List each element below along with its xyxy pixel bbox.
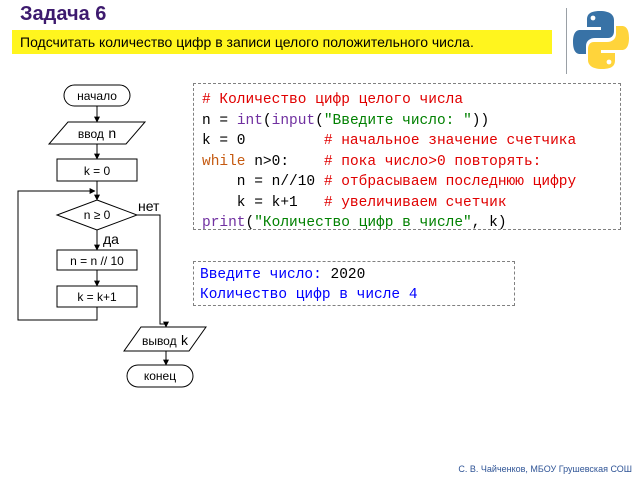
start-terminal: начало — [63, 84, 131, 107]
output-word: вывод — [142, 334, 177, 348]
python-eye-bottom — [606, 59, 612, 65]
code-panel: # Количество цифр целого числа n = int(i… — [193, 83, 621, 231]
step2-label: k = k+1 — [77, 290, 117, 304]
python-logo-icon — [573, 11, 629, 69]
step1-label: n = n // 10 — [70, 254, 124, 268]
condition-diamond: n ≥ 0 — [55, 199, 139, 231]
divider — [566, 8, 567, 74]
python-eye-top — [590, 15, 596, 21]
no-branch-label: нет — [138, 198, 160, 214]
output-var: k — [181, 332, 189, 348]
output-parallelogram: вывод k — [123, 326, 207, 352]
step1-block: n = n // 10 — [56, 249, 138, 271]
input-parallelogram: ввод n — [47, 121, 147, 145]
input-word: ввод — [78, 127, 104, 141]
console-output: Введите число: 2020 Количество цифр в чи… — [200, 265, 418, 305]
code-listing: # Количество цифр целого числа n = int(i… — [202, 92, 577, 231]
author-footer: С. В. Чайченков, МБОУ Грушевская СОШ — [458, 464, 632, 474]
console-result: Количество цифр в числе 4 — [200, 287, 418, 303]
start-label: начало — [77, 89, 117, 103]
svg-text:ввод n: ввод n — [78, 125, 116, 142]
svg-text:вывод k: вывод k — [142, 332, 189, 349]
step2-block: k = k+1 — [56, 285, 138, 308]
output-panel: Введите число: 2020 Количество цифр в чи… — [193, 261, 515, 306]
console-input-value: 2020 — [330, 267, 366, 283]
end-label: конец — [144, 369, 176, 383]
init-block: k = 0 — [56, 158, 138, 182]
slide-title: Задача 6 — [20, 3, 107, 25]
init-label: k = 0 — [84, 164, 111, 178]
end-terminal: конец — [126, 364, 194, 388]
console-prompt: Введите число: — [200, 267, 331, 283]
condition-label: n ≥ 0 — [84, 208, 111, 222]
yes-branch-label: да — [103, 231, 119, 247]
task-text: Подсчитать количество цифр в записи цело… — [20, 34, 474, 50]
task-banner: Подсчитать количество цифр в записи цело… — [12, 30, 552, 54]
input-var: n — [108, 125, 116, 141]
